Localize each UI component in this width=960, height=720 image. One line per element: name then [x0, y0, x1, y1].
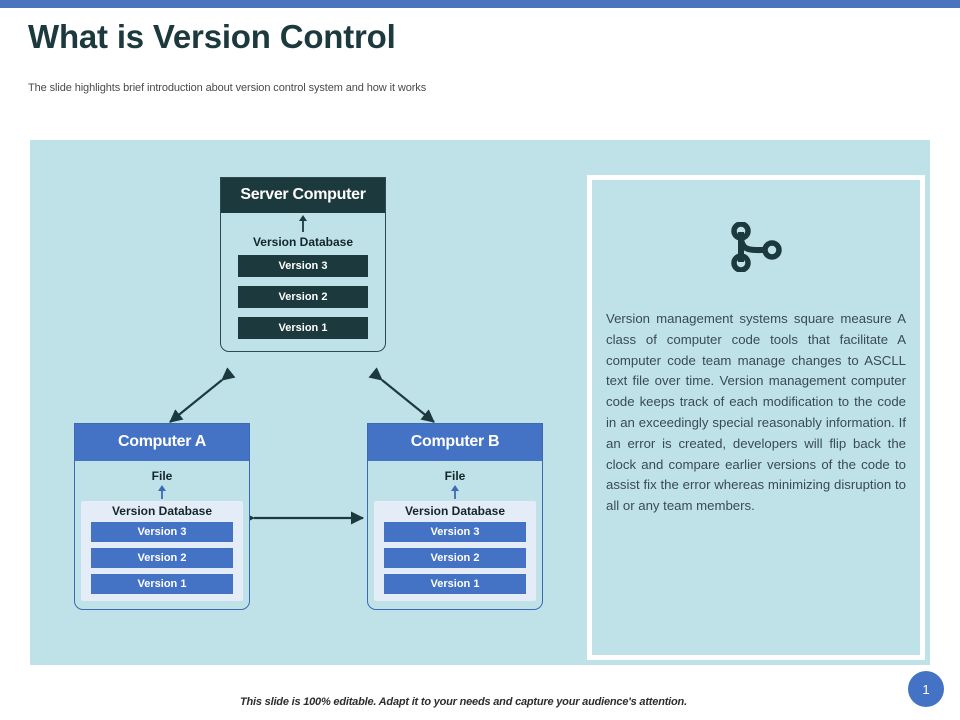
description-panel: Version management systems square measur… [587, 175, 925, 660]
computer-a-version-3[interactable]: Version 3 [91, 522, 233, 542]
diagram-panel: Server Computer Version Database Version… [30, 140, 930, 665]
server-computer-box[interactable]: Server Computer Version Database Version… [220, 177, 386, 352]
server-database-label: Version Database [252, 235, 354, 249]
connector-server-computer-b [368, 367, 435, 423]
computer-a-up-arrow [75, 483, 249, 501]
computer-a-file-label: File [151, 469, 173, 483]
computer-b-file-label: File [444, 469, 466, 483]
computer-b-up-arrow [368, 483, 542, 501]
server-version-1[interactable]: Version 1 [238, 317, 368, 339]
computer-b-title: Computer B [368, 424, 542, 461]
server-computer-title: Server Computer [221, 178, 385, 213]
computer-a-version-2[interactable]: Version 2 [91, 548, 233, 568]
page-subtitle: The slide highlights brief introduction … [28, 82, 427, 94]
server-up-arrow [221, 213, 385, 235]
computer-a-database-panel: Version Database Version 3 Version 2 Ver… [81, 501, 243, 601]
page-number-badge: 1 [908, 671, 944, 707]
description-paragraph: Version management systems square measur… [606, 311, 906, 514]
computer-b-database-panel: Version Database Version 3 Version 2 Ver… [374, 501, 536, 601]
computer-b-database-label: Version Database [404, 504, 506, 518]
git-branch-icon [729, 221, 783, 277]
computer-a-version-1[interactable]: Version 1 [91, 574, 233, 594]
connector-server-computer-a [169, 367, 236, 423]
top-accent-bar [0, 0, 960, 8]
computer-b-version-3[interactable]: Version 3 [384, 522, 526, 542]
footer-note: This slide is 100% editable. Adapt it to… [240, 696, 687, 708]
computer-a-box[interactable]: Computer A File Version Database Version… [74, 423, 250, 610]
computer-b-version-1[interactable]: Version 1 [384, 574, 526, 594]
computer-b-version-2[interactable]: Version 2 [384, 548, 526, 568]
computer-a-title: Computer A [75, 424, 249, 461]
page-title: What is Version Control [28, 18, 396, 55]
computer-a-database-label: Version Database [111, 504, 213, 518]
computer-b-box[interactable]: Computer B File Version Database Version… [367, 423, 543, 610]
server-version-2[interactable]: Version 2 [238, 286, 368, 308]
server-version-3[interactable]: Version 3 [238, 255, 368, 277]
